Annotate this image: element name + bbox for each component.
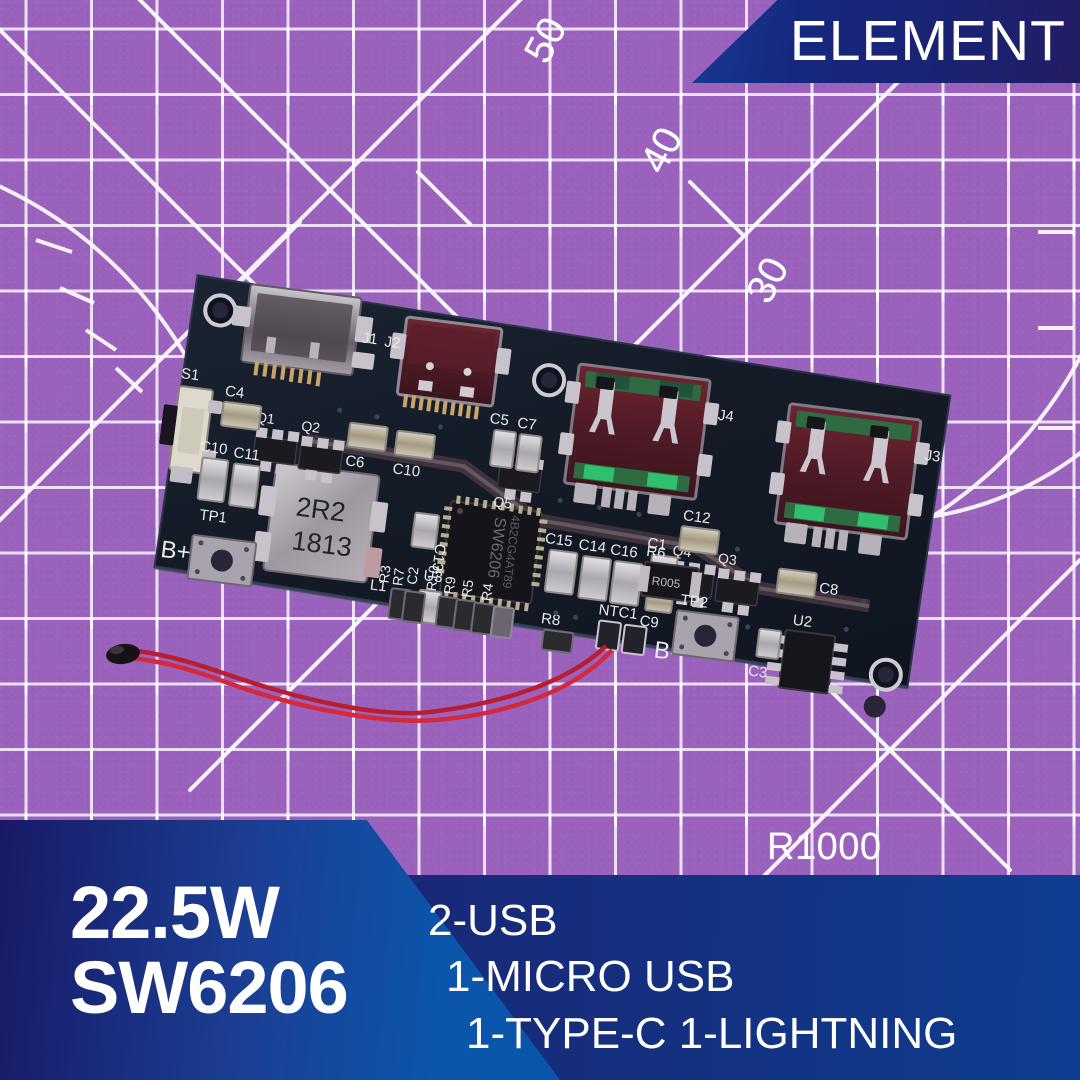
silk-r9: R9 <box>441 575 459 595</box>
silk-c6: C6 <box>344 452 365 471</box>
silk-s1: S1 <box>180 365 200 384</box>
mat-radius-label: R1000 <box>767 826 882 868</box>
silk-c1: C1 <box>646 535 667 554</box>
inductor-marking-line1: 2R2 <box>294 492 347 528</box>
silk-c14: C14 <box>578 536 607 556</box>
connector-j1-lightning: J1 <box>231 283 379 387</box>
silk-u2: U2 <box>792 612 813 631</box>
resistor-row: R3 R7 R10 R9 R5 R4 R8 <box>375 564 575 654</box>
switch-s1: S1 <box>159 365 223 484</box>
silk-c3: C3 <box>747 663 768 682</box>
test-points: TP1 TP2 <box>198 507 740 663</box>
silk-c4: C4 <box>224 383 245 402</box>
inductor-marking-line2: 1813 <box>290 525 353 562</box>
r6-marking: R005 <box>651 574 682 592</box>
silk-r5: R5 <box>458 579 476 599</box>
thermistor-wires <box>106 643 614 723</box>
silk-c15: C15 <box>544 530 573 550</box>
silk-r6: R6 <box>645 543 666 562</box>
silk-c10: C10 <box>199 438 228 458</box>
thermistor-ntc1: NTC1 <box>595 601 648 656</box>
silk-tp1: TP1 <box>198 507 227 527</box>
spec-line-micro-usb: 1-MICRO USB <box>446 952 735 1002</box>
silk-r4: R4 <box>478 582 496 602</box>
connector-j3-usb-a: J3 <box>768 402 942 556</box>
silk-r7: R7 <box>389 567 407 587</box>
spec-line-usb: 2-USB <box>428 896 558 946</box>
silk-c13: C13 <box>428 543 448 572</box>
silk-j2: J2 <box>384 333 402 352</box>
silk-j1: J1 <box>361 329 379 348</box>
silk-r10: R10 <box>423 564 442 592</box>
silk-q3: Q3 <box>717 550 738 568</box>
silk-r3: R3 <box>375 564 393 584</box>
silk-b-plus: B+ <box>159 536 192 567</box>
silk-q2: Q2 <box>300 418 321 436</box>
silk-ntc1: NTC1 <box>598 601 639 623</box>
chipset-name: SW6206 <box>70 946 349 1029</box>
power-rating: 22.5W <box>70 870 280 954</box>
silk-c7: C7 <box>516 415 537 434</box>
silk-c12: C12 <box>682 507 711 527</box>
spec-line-typec-lightning: 1-TYPE-C 1-LIGHTNING <box>466 1008 958 1058</box>
pcb-vias <box>337 407 867 632</box>
silk-l1: L1 <box>369 576 388 595</box>
sense-resistor-r6: R005 R6 <box>637 543 703 603</box>
battery-pads: B+ B- <box>159 534 680 666</box>
connector-j4-usb-a: J4 <box>558 362 735 517</box>
brand-name: ELEMENT <box>789 9 1066 73</box>
spec-banner: 2-USB 1-MICRO USB 1-TYPE-C 1-LIGHTNING <box>420 875 1080 1080</box>
silk-c5: C5 <box>489 410 510 429</box>
headline-banner: 22.5W SW6206 <box>0 820 420 1080</box>
silk-c8: C8 <box>818 580 839 599</box>
main-ic-u3-sw6206: SW6206 4B2CG4AT89 U3 <box>423 495 548 612</box>
thermistor-bead <box>106 643 140 665</box>
pcb-mounting-holes <box>203 293 903 718</box>
silk-c2: C2 <box>403 566 421 586</box>
silk-c10-top: C10 <box>392 460 421 480</box>
silk-u3: U3 <box>423 567 444 586</box>
silk-c16: C16 <box>609 541 638 561</box>
silk-tp2: TP2 <box>680 591 709 611</box>
connector-j2-typec: J2 <box>384 315 512 420</box>
silk-q5: Q5 <box>492 493 513 511</box>
silk-j3: J3 <box>924 447 942 466</box>
silk-c11: C11 <box>232 444 260 464</box>
silk-j4: J4 <box>717 407 735 426</box>
